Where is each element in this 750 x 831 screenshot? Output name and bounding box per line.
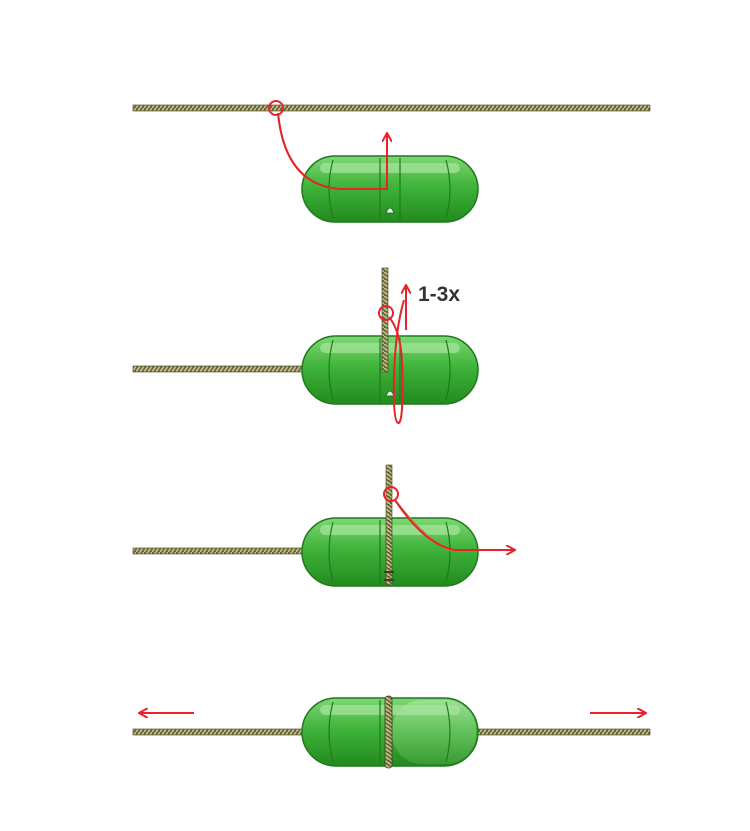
direction-arrow-right (394, 499, 514, 550)
fishing-line (132, 104, 651, 112)
knot-point-marker (268, 100, 284, 116)
knot-wrap (384, 695, 393, 769)
step-1 (132, 100, 651, 223)
standing-line (385, 464, 393, 586)
wrap-coil (384, 571, 394, 581)
wrap-count-label: 1-3x (418, 283, 460, 306)
step-3 (132, 464, 514, 587)
knot-point-marker (378, 305, 394, 321)
wrap-loop (388, 299, 405, 424)
direction-arrow-up (277, 112, 387, 190)
step-4 (132, 695, 651, 769)
knot-point-marker (383, 486, 399, 502)
float-stop-bead (301, 335, 479, 405)
step-2: 1-3x (132, 267, 479, 424)
float-stop-bead (301, 155, 479, 223)
